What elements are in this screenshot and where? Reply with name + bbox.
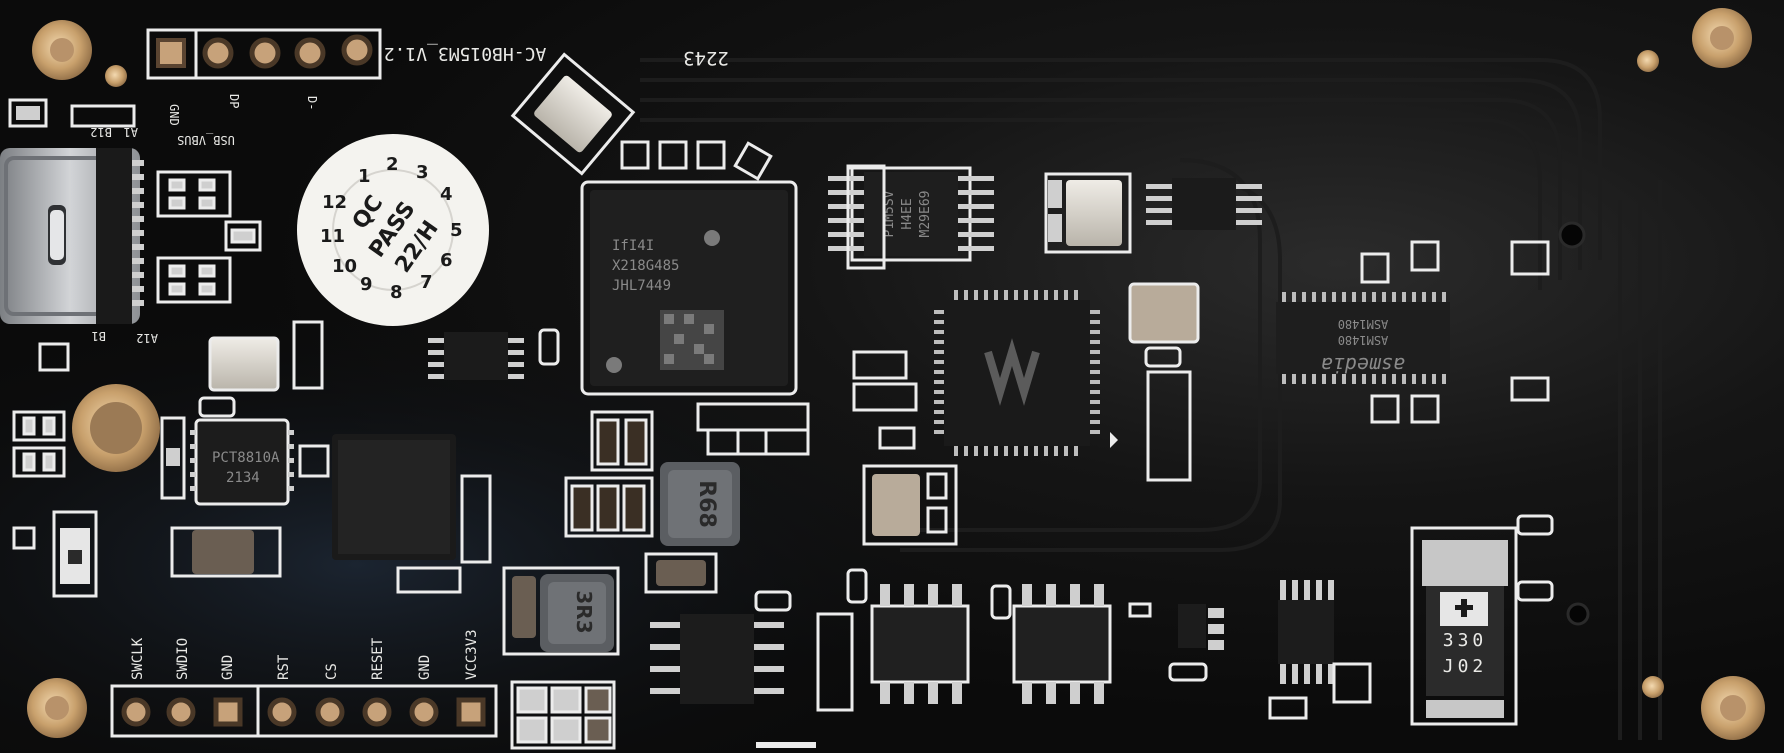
bottom-pin-header: [110, 684, 498, 738]
mounting-hole-top-right: [1692, 8, 1752, 68]
qc-seal-dial-10: 10: [332, 256, 357, 277]
qc-seal-dial-12: 12: [322, 192, 347, 213]
mounting-hole-bottom-left: [27, 678, 87, 738]
qc-seal-dial-2: 2: [386, 154, 399, 175]
soic8-ic-a: [650, 612, 854, 748]
mounting-hole-mid-left: [72, 384, 160, 472]
usb-pin-label-a1: A1: [124, 125, 138, 139]
bridge-line-2: ASM1480: [1338, 317, 1389, 331]
msop-ic-left: [428, 328, 560, 380]
capacitor-block-center: [564, 410, 654, 538]
qc-seal-dial-8: 8: [390, 282, 403, 303]
resistor-array-qfp: [852, 350, 918, 450]
qfp-main-controller: [934, 290, 1118, 456]
resistor-column-left: [846, 166, 886, 270]
memory-chip-line-1: IfI4I: [612, 238, 654, 254]
tantalum-cap-line-2: J02: [1443, 656, 1488, 677]
via-hole: [1558, 221, 1586, 249]
header-label-gnd-2: GND: [417, 655, 433, 680]
msop-ic-top-right: [1146, 178, 1262, 230]
memory-chip-line-2: X218G485: [612, 258, 679, 274]
top-pin-header: [146, 28, 382, 80]
header-pin-label-gnd: GND: [167, 104, 181, 126]
memory-chip-line-3: JHL7449: [612, 278, 671, 294]
power-ic-line-2: 2134: [226, 470, 260, 486]
usb-pin-label-b1: B1: [92, 329, 106, 343]
header-pin-label-dm: D-: [305, 96, 319, 110]
test-pad: [1642, 676, 1664, 698]
power-ic-line-1: PCT8810A: [212, 450, 280, 466]
bridge-line-1: ASM1480: [1338, 333, 1389, 347]
crystal-oscillator-left: [198, 320, 324, 418]
qc-seal-dial-4: 4: [440, 184, 453, 205]
usb-vbus-label: USB_VBUS: [177, 133, 235, 147]
soic-line-3: M29E69: [918, 191, 933, 238]
header-label-reset: RESET: [370, 637, 386, 680]
capacitor-pad: [754, 590, 792, 612]
tssop-ic-bottom: [1268, 580, 1372, 720]
soic8-ic-c: [1012, 584, 1112, 704]
pcb-traces: [640, 58, 1662, 740]
header-label-swdio: SWDIO: [175, 638, 191, 680]
sot-transistor: [1128, 602, 1224, 682]
passive-row-top: [620, 140, 773, 181]
board-name-label: AC-HB015M3_V1.2: [384, 43, 547, 64]
tantalum-capacitor: 330 J02: [1410, 514, 1554, 726]
soic8-ic-b: [870, 584, 970, 704]
test-pad: [105, 65, 127, 87]
qc-seal-dial-9: 9: [360, 274, 373, 295]
power-inductor-3r3: 3R3: [502, 566, 620, 656]
test-pad: [1637, 50, 1659, 72]
resistor-pad: [12, 526, 36, 550]
passive-cluster-usb: [12, 170, 262, 478]
memory-chip-bga: IfI4I X218G485 JHL7449: [580, 180, 798, 396]
soic-ic-top-center: P1M5SV H4EE M29E69: [828, 164, 994, 270]
crystal-oscillator-top: [510, 52, 636, 176]
qc-seal-dial-7: 7: [420, 272, 433, 293]
header-label-gnd-1: GND: [220, 655, 236, 680]
tantalum-cap-line-1: 330: [1443, 630, 1488, 651]
usb-c-connector: [0, 98, 140, 324]
header-label-cs: CS: [324, 663, 340, 680]
qc-seal-dial-3: 3: [416, 162, 429, 183]
power-management-ic: PCT8810A 2134: [160, 416, 330, 506]
usb-pin-pads: [132, 160, 144, 306]
asmedia-usb-bridge: asmedia ASM1480 ASM1480: [1276, 292, 1450, 384]
capacitor-pad: [990, 584, 1012, 620]
bridge-brand-label: asmedia: [1321, 353, 1405, 377]
sense-resistor-left: [170, 526, 282, 578]
passives-right: [1360, 240, 1550, 424]
qc-seal-dial-5: 5: [450, 220, 463, 241]
inductor-3r3-label: 3R3: [572, 590, 596, 633]
via-hole: [1566, 602, 1590, 626]
diode-center: [644, 552, 718, 594]
led-indicator: [52, 510, 98, 598]
soic-line-1: P1M5SV: [882, 190, 897, 237]
mounting-hole-top-left: [32, 20, 92, 80]
qc-pass-sticker: QC PASS 22/H 1 2 3 4 5 6 7 8 9 10 11 12: [297, 134, 489, 326]
batch-code-label: 2243: [683, 47, 729, 69]
resistor-array-center: [696, 402, 810, 456]
qfn-microcontroller: [332, 434, 492, 594]
usb-pin-label-b12: B12: [90, 125, 112, 139]
crystal-oscillator-right: [1044, 172, 1132, 254]
inductor-r68-label: R68: [694, 480, 719, 528]
mounting-hole-bottom-right: [1701, 676, 1765, 740]
capacitor-pad: [846, 568, 868, 604]
soic-line-2: H4EE: [900, 198, 915, 229]
header-pin-label-dp: DP: [227, 94, 241, 108]
power-inductor-r68: R68: [660, 462, 740, 546]
crystal-oscillator-mid: [862, 464, 958, 546]
header-label-vcc3v3: VCC3V3: [464, 629, 480, 680]
qc-seal-dial-6: 6: [440, 250, 453, 271]
crystal-oscillator-column: [1128, 282, 1200, 482]
qc-seal-dial-1: 1: [358, 166, 371, 187]
qc-seal-dial-11: 11: [320, 226, 345, 247]
header-label-rst: RST: [276, 654, 292, 680]
capacitor-block-bottom: [510, 680, 616, 750]
usb-pin-label-a12: A12: [136, 331, 158, 345]
qfp-pins: [934, 290, 1100, 456]
header-label-swclk: SWCLK: [130, 637, 146, 680]
